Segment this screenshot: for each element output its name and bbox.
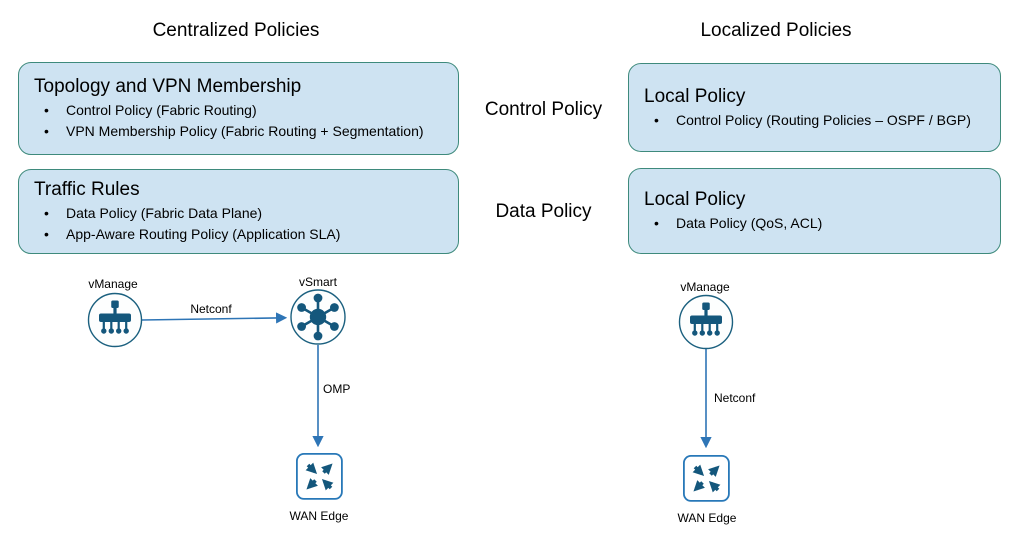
wan-edge-icon-right xyxy=(684,456,729,501)
box-heading: Traffic Rules xyxy=(34,179,140,200)
netconf-arrow-left xyxy=(141,312,288,324)
netconf-link-label-left: Netconf xyxy=(190,302,232,316)
centralized-control-policy-box: Topology and VPN Membership Control Poli… xyxy=(18,62,459,155)
bullet-item: VPN Membership Policy (Fabric Routing + … xyxy=(40,121,446,142)
netconf-link-label-right: Netconf xyxy=(714,391,756,405)
vsmart-icon xyxy=(289,288,347,346)
bullet-item: Data Policy (Fabric Data Plane) xyxy=(40,203,446,224)
localized-data-policy-box: Local Policy Data Policy (QoS, ACL) xyxy=(628,168,1001,254)
vmanage-icon-left xyxy=(87,292,143,348)
box-bullet-list: Control Policy (Fabric Routing) VPN Memb… xyxy=(34,100,446,142)
bullet-item: Control Policy (Fabric Routing) xyxy=(40,100,446,121)
vmanage-label-left: vManage xyxy=(88,277,138,291)
wan-edge-icon-left xyxy=(297,454,342,499)
omp-link-label: OMP xyxy=(323,382,351,396)
bullet-item: Control Policy (Routing Policies – OSPF … xyxy=(650,110,988,131)
bullet-item: App-Aware Routing Policy (Application SL… xyxy=(40,224,446,245)
data-policy-row-label: Data Policy xyxy=(495,201,592,222)
vsmart-label: vSmart xyxy=(298,275,338,289)
centralized-data-policy-box: Traffic Rules Data Policy (Fabric Data P… xyxy=(18,169,459,254)
centralized-policies-title: Centralized Policies xyxy=(152,20,320,41)
box-bullet-list: Data Policy (QoS, ACL) xyxy=(644,213,988,234)
vmanage-icon-right xyxy=(678,294,734,350)
wan-edge-label-left: WAN Edge xyxy=(289,509,349,523)
box-heading: Local Policy xyxy=(644,85,746,107)
box-bullet-list: Control Policy (Routing Policies – OSPF … xyxy=(644,110,988,131)
box-heading: Local Policy xyxy=(644,189,746,210)
localized-control-policy-box: Local Policy Control Policy (Routing Pol… xyxy=(628,63,1001,152)
control-policy-row-label: Control Policy xyxy=(484,99,603,120)
localized-policies-title: Localized Policies xyxy=(700,20,852,41)
box-bullet-list: Data Policy (Fabric Data Plane) App-Awar… xyxy=(34,203,446,245)
bullet-item: Data Policy (QoS, ACL) xyxy=(650,213,988,234)
vmanage-label-right: vManage xyxy=(680,280,730,294)
wan-edge-label-right: WAN Edge xyxy=(677,511,737,525)
box-heading: Topology and VPN Membership xyxy=(34,76,302,97)
